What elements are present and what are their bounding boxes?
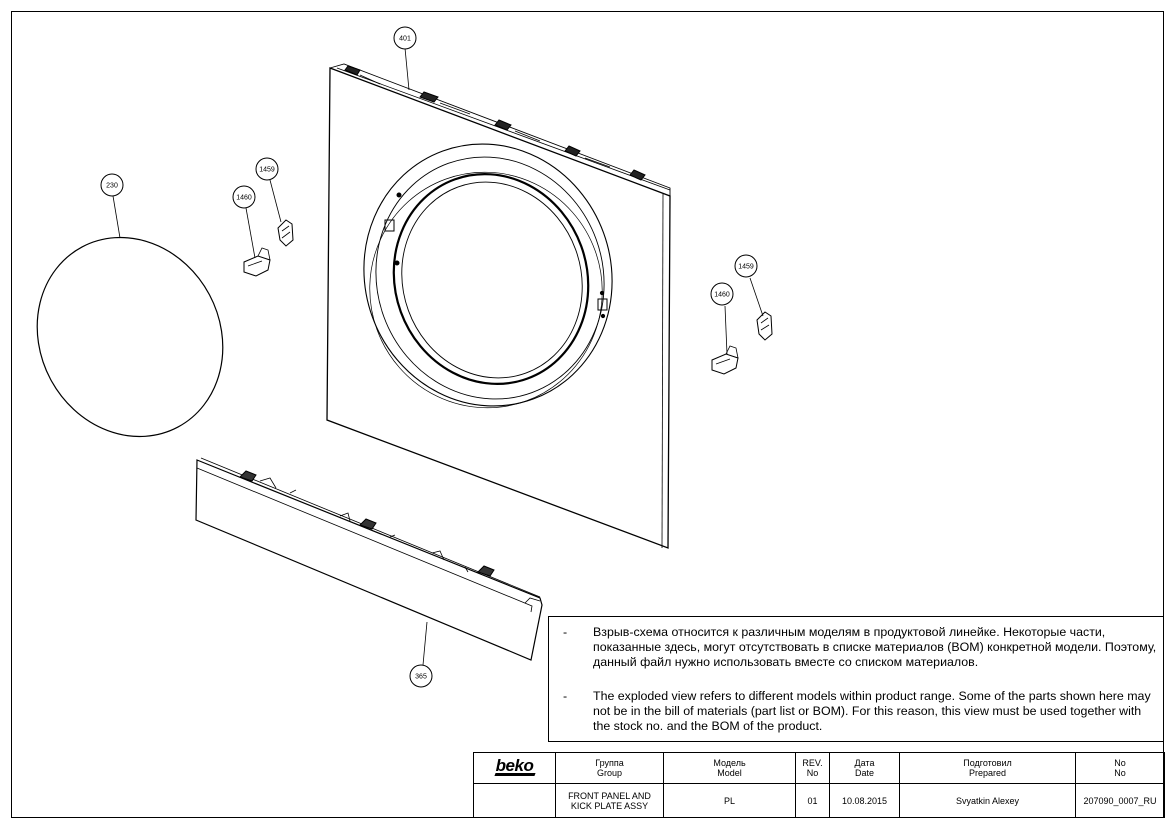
- rev-header-bottom: No: [806, 768, 819, 778]
- callout-circle-1460-right: [710, 282, 734, 306]
- title-block: beko Группа Group Модель Model REV. No Д…: [473, 752, 1165, 818]
- front-panel-part: [326, 63, 671, 549]
- group-header-ru: Группа: [595, 758, 624, 768]
- model-header: Модель Model: [663, 752, 796, 784]
- group-header: Группа Group: [555, 752, 664, 784]
- rev-header: REV. No: [795, 752, 830, 784]
- number-header: No No: [1075, 752, 1165, 784]
- callout-label-1460-left: 1460: [236, 195, 252, 202]
- callout-circle-401: [393, 26, 417, 50]
- logo-cell: beko: [473, 752, 556, 784]
- door-glass-part: [36, 236, 224, 438]
- date-value: 10.08.2015: [829, 783, 900, 818]
- notes-box: - Взрыв-схема относится к различным моде…: [548, 616, 1164, 742]
- callout-label-365: 365: [415, 674, 427, 681]
- note-english-text: The exploded view refers to different mo…: [593, 689, 1151, 733]
- callout-circle-1460-left: [232, 185, 256, 209]
- model-header-en: Model: [717, 768, 742, 778]
- callout-circle-365: [409, 664, 433, 688]
- date-header-en: Date: [854, 768, 874, 778]
- number-header-ru: No: [1114, 758, 1126, 768]
- model-value: PL: [663, 783, 796, 818]
- callout-label-230: 230: [106, 183, 118, 190]
- note-dash: -: [563, 689, 568, 703]
- logo-blank-cell: [473, 783, 556, 818]
- callout-circle-230: [100, 173, 124, 197]
- prepared-header-ru: Подготовил: [963, 758, 1012, 768]
- rev-header-top: REV.: [802, 758, 823, 768]
- prepared-header-en: Prepared: [968, 768, 1007, 778]
- callout-label-401: 401: [399, 36, 411, 43]
- callout-label-1460-right: 1460: [714, 292, 730, 299]
- date-header: Дата Date: [829, 752, 900, 784]
- date-header-ru: Дата: [854, 758, 875, 768]
- note-english: - The exploded view refers to different …: [563, 689, 1158, 734]
- callout-circle-1459-left: [255, 157, 279, 181]
- callout-circle-1459-right: [734, 254, 758, 278]
- group-value: FRONT PANEL AND KICK PLATE ASSY: [555, 783, 664, 818]
- sheet-border: [11, 11, 1164, 818]
- number-header-en: No: [1114, 768, 1126, 778]
- group-value-line1: FRONT PANEL AND: [568, 790, 651, 801]
- note-dash: -: [563, 625, 568, 639]
- prepared-header: Подготовил Prepared: [899, 752, 1076, 784]
- model-header-ru: Модель: [713, 758, 746, 768]
- prepared-value: Svyatkin Alexey: [899, 783, 1076, 818]
- logo-underline: [493, 772, 536, 776]
- note-russian: - Взрыв-схема относится к различным моде…: [563, 625, 1158, 670]
- beko-logo: beko: [495, 755, 534, 775]
- kick-plate-part: [195, 457, 543, 661]
- number-value: 207090_0007_RU: [1075, 783, 1165, 818]
- callout-label-1459-left: 1459: [259, 167, 275, 174]
- group-value-line2: KICK PLATE ASSY: [570, 800, 649, 811]
- hinge-left-parts: [243, 219, 294, 277]
- hinge-right-parts: [711, 311, 773, 375]
- note-russian-text: Взрыв-схема относится к различным моделя…: [593, 625, 1157, 669]
- group-header-en: Group: [596, 768, 622, 778]
- callout-label-1459-right: 1459: [738, 264, 754, 271]
- rev-value: 01: [795, 783, 830, 818]
